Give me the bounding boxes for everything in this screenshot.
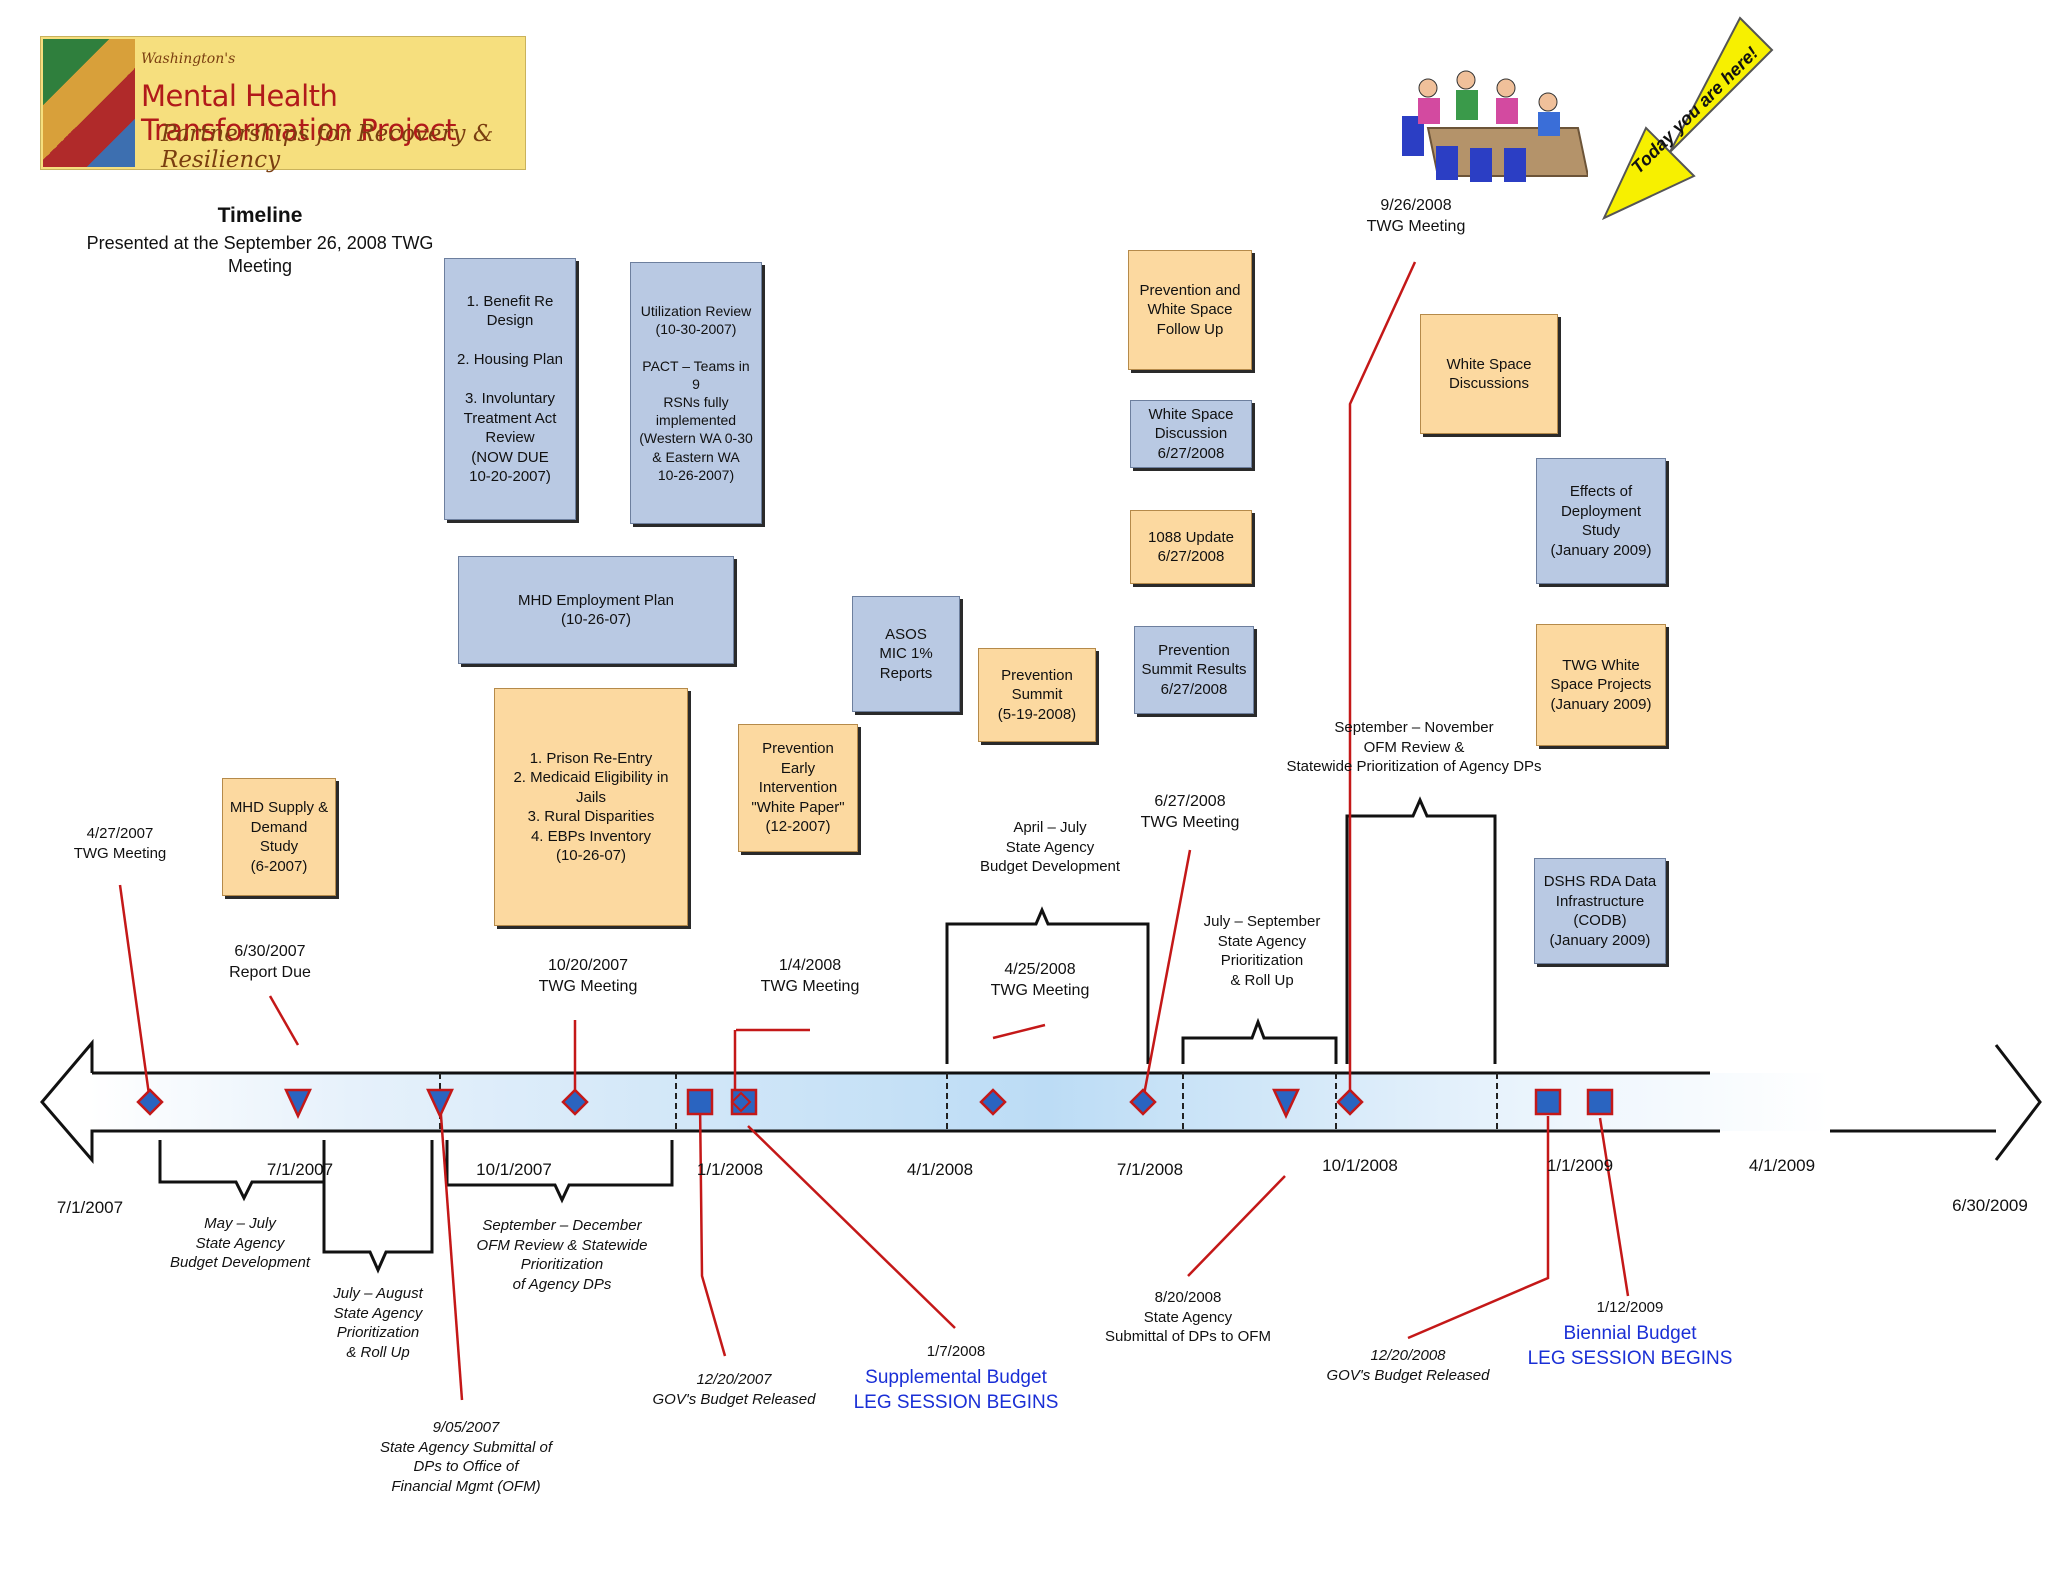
label-gov-budget-2008: 12/20/2008 GOV's Budget Released xyxy=(1326,1347,1490,1384)
label-budget-dev-2007: May – July State Agency Budget Developme… xyxy=(169,1215,311,1271)
logo-tagline: Partnerships for Recovery & Resiliency xyxy=(161,121,494,173)
label-supplemental-budget: Supplemental Budget LEG SESSION BEGINS xyxy=(853,1367,1059,1413)
box-summit-results: Prevention Summit Results 6/27/2008 xyxy=(1134,626,1254,714)
logo-title: Mental Health Transformation Project xyxy=(141,79,457,147)
marker-diamond xyxy=(1336,1088,1364,1116)
box-asos-mc: ASOS MIC 1% Reports xyxy=(852,596,960,712)
box-prevention-white-space: Prevention and White Space Follow Up xyxy=(1128,250,1252,370)
label-submittal-2008: 8/20/2008 State Agency Submittal of DPs … xyxy=(1105,1289,1271,1345)
marker-triangle xyxy=(1272,1088,1300,1119)
box-white-space-discussions: White Space Discussions xyxy=(1420,314,1558,434)
marker-triangle xyxy=(284,1088,312,1119)
axis-date-label: 4/1/2009 xyxy=(1748,1156,1816,1175)
box-dshs-rda: DSHS RDA Data Infrastructure (CODB) (Jan… xyxy=(1534,858,1666,964)
label-biennial-budget: Biennial Budget LEG SESSION BEGINS xyxy=(1527,1323,1733,1369)
project-logo: Washington's Mental Health Transformatio… xyxy=(40,36,526,173)
label-gov-budget-2007: 12/20/2007 GOV's Budget Released xyxy=(652,1371,816,1408)
timeline-bar xyxy=(90,1073,1830,1131)
timeline-subtitle: Presented at the September 26, 2008 TWG … xyxy=(86,233,434,277)
label-supplemental-date: 1/7/2008 xyxy=(926,1343,986,1360)
period-brackets xyxy=(158,796,1497,1274)
box-effects-deployment: Effects of Deployment Study (January 200… xyxy=(1536,458,1666,584)
marker-square xyxy=(1586,1088,1614,1116)
logo-small-text: Washington's xyxy=(141,51,236,67)
axis-date-label: 10/1/2008 xyxy=(1322,1156,1398,1175)
box-prevention-white-paper: Prevention Early Intervention "White Pap… xyxy=(738,724,858,852)
timeline-left-arrow xyxy=(40,1038,1720,1165)
marker-diamond xyxy=(730,1091,752,1113)
marker-diamond xyxy=(1129,1088,1157,1116)
label-twg-4-27: 4/27/2007 TWG Meeting xyxy=(73,825,167,862)
logo-emblem-icon xyxy=(43,39,135,167)
box-supply-demand: MHD Supply & Demand Study (6-2007) xyxy=(222,778,336,896)
box-1088-update: 1088 Update 6/27/2008 xyxy=(1130,510,1252,584)
label-ofm-review-2007: September – December OFM Review & Statew… xyxy=(476,1217,648,1293)
box-prevention-summit: Prevention Summit (5-19-2008) xyxy=(978,648,1096,742)
box-twg-white-space-projects: TWG White Space Projects (January 2009) xyxy=(1536,624,1666,746)
leader-lines xyxy=(118,261,1630,1401)
timeline-right-arrow xyxy=(1994,1044,2042,1161)
label-roll-up-2007: July – August State Agency Prioritizatio… xyxy=(333,1285,423,1361)
axis-date-label: 4/1/2008 xyxy=(906,1160,974,1179)
box-prison-reentry: 1. Prison Re-Entry 2. Medicaid Eligibili… xyxy=(494,688,688,926)
marker-square xyxy=(1534,1088,1562,1116)
axis-date-label: 1/1/2008 xyxy=(696,1160,764,1179)
axis-date-label: 10/1/2007 xyxy=(476,1160,552,1179)
marker-square xyxy=(686,1088,714,1116)
box-utilization-review: Utilization Review (10-30-2007) PACT – T… xyxy=(630,262,762,524)
label-report-due: 6/30/2007 Report Due xyxy=(229,943,311,981)
box-mhd-employment: MHD Employment Plan (10-26-07) xyxy=(458,556,734,664)
label-twg-4-25: 4/25/2008 TWG Meeting xyxy=(990,961,1090,999)
axis-date-label: 7/1/2008 xyxy=(1116,1160,1184,1179)
label-twg-10-20: 10/20/2007 TWG Meeting xyxy=(538,957,638,995)
marker-diamond xyxy=(136,1088,164,1116)
label-ofm-review-2008: September – November OFM Review & Statew… xyxy=(1286,719,1542,775)
label-twg-1-4: 1/4/2008 TWG Meeting xyxy=(760,957,860,995)
box-benefit-redesign: 1. Benefit Re Design 2. Housing Plan 3. … xyxy=(444,258,576,520)
label-prioritization-2008: July – September State Agency Prioritiza… xyxy=(1203,913,1321,989)
today-arrow-icon xyxy=(1601,16,1774,221)
marker-diamond xyxy=(561,1088,589,1116)
marker-diamond xyxy=(979,1088,1007,1116)
label-twg-6-27: 6/27/2008 TWG Meeting xyxy=(1140,793,1240,831)
axis-date-label: 1/1/2009 xyxy=(1546,1156,1614,1175)
label-twg-9-26: 9/26/2008 TWG Meeting xyxy=(1366,197,1466,235)
meeting-people-icon xyxy=(1402,70,1588,182)
axis-date-label: 7/1/2007 xyxy=(266,1160,334,1179)
box-white-space-discussion: White Space Discussion 6/27/2008 xyxy=(1130,400,1252,468)
timeline-markers xyxy=(136,1088,1614,1119)
label-submittal-2007: 9/05/2007 State Agency Submittal of DPs … xyxy=(379,1419,553,1495)
timeline-title: Timeline xyxy=(217,204,303,227)
marker-triangle xyxy=(426,1088,454,1119)
axis-date-label: 7/1/2007 xyxy=(56,1198,124,1217)
axis-date-label: 6/30/2009 xyxy=(1952,1196,2028,1215)
label-budget-dev-2008: April – July State Agency Budget Develop… xyxy=(979,819,1121,875)
label-biennial-date: 1/12/2009 xyxy=(1596,1299,1664,1316)
